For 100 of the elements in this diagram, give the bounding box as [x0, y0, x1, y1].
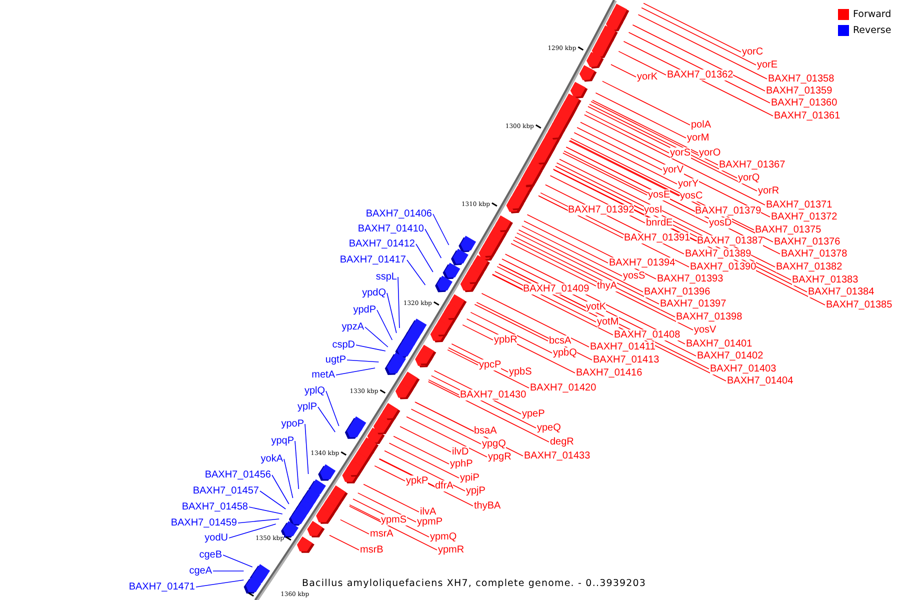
gene-label: BAXH7_01397 [660, 298, 726, 310]
gene-label: BAXH7_01398 [676, 312, 742, 322]
gene-label: ypoP [281, 418, 304, 430]
gene-label: yplP [298, 402, 317, 412]
gene-label: BAXH7_01372 [771, 212, 838, 222]
gene-label: ypbQ [553, 348, 577, 358]
gene-label: BAXH7_01417 [340, 254, 406, 266]
leader-line [492, 274, 614, 336]
gene-label: BAXH7_01412 [348, 238, 415, 250]
leader-line [481, 292, 590, 348]
leader-line [416, 244, 434, 272]
leader-line [304, 424, 309, 474]
gene-label: BAXH7_01384 [808, 286, 874, 298]
leader-line [641, 7, 756, 66]
gene-label: BAXH7_01383 [792, 274, 858, 286]
leader-line [538, 196, 624, 238]
gene-label: BAXH7_01413 [593, 354, 660, 366]
gene-label: BAXH7_01458 [182, 502, 248, 512]
gene-label: yodU [204, 532, 228, 544]
gene-label: BAXH7_01459 [170, 518, 237, 528]
leader-line [326, 390, 340, 426]
leader-line [393, 436, 450, 464]
leader-line [284, 458, 294, 498]
leader-line [364, 326, 388, 348]
gene-label: ypzA [342, 322, 364, 332]
leader-line [340, 519, 370, 534]
leader-line [363, 484, 420, 512]
leader-line [318, 406, 336, 432]
gene-label: yorR [758, 186, 780, 196]
leader-line [618, 50, 666, 76]
gene-label: BAXH7_01375 [755, 224, 822, 236]
leader-line [260, 490, 286, 510]
leader-line [424, 228, 442, 258]
leader-line [602, 80, 690, 126]
leader-line [470, 312, 552, 354]
leader-line [590, 101, 718, 166]
leader-line [388, 442, 460, 478]
gene-label: BAXH7_01409 [523, 284, 590, 294]
gene-label: yosS [623, 270, 646, 282]
gene-label: BAXH7_01358 [768, 74, 834, 84]
leader-line [346, 360, 380, 362]
leader-line [428, 381, 550, 442]
gene-label: ypmP [417, 516, 443, 528]
gene-label: BAXH7_01411 [590, 342, 656, 352]
leader-line [585, 111, 670, 154]
gene-label: ypeP [522, 408, 545, 420]
gene-label: yphP [450, 458, 473, 470]
gene-label: cspD [332, 340, 355, 350]
leader-line [466, 318, 576, 374]
gene-label: BAXH7_01410 [358, 224, 424, 234]
gene-label: ypbR [494, 334, 518, 346]
gene-label: ypjP [466, 486, 486, 496]
leader-line [595, 92, 686, 138]
gene-label: ypqP [271, 436, 294, 446]
leader-line [476, 302, 592, 360]
leader-line [432, 214, 450, 246]
gene-label: BAXH7_01401 [686, 338, 752, 350]
leader-line [643, 2, 742, 52]
leader-line [410, 408, 482, 444]
gene-label: BAXH7_01382 [776, 262, 842, 272]
gene-label: ypmQ [430, 532, 457, 542]
gene-label: msrB [360, 544, 384, 556]
gene-label: yorE [757, 60, 778, 70]
leader-line [400, 426, 452, 452]
leader-line [521, 226, 622, 276]
leader-line [384, 450, 466, 492]
leader-line [248, 506, 283, 514]
gene-label: BAXH7_01390 [690, 262, 756, 272]
leader-line [589, 104, 738, 178]
gene-label: bcsA [549, 336, 572, 346]
leader-line [512, 240, 694, 330]
leader-line [448, 347, 530, 388]
leader-line [447, 349, 478, 366]
gene-label: ypdP [353, 304, 376, 316]
gene-label: sspL [376, 272, 397, 282]
gene-label: yorC [742, 46, 764, 58]
gene-label: ypiP [460, 472, 480, 484]
leader-line [492, 274, 522, 290]
gene-label: cgeA [189, 566, 212, 576]
leader-line [564, 150, 708, 224]
gene-label: BAXH7_01403 [710, 364, 776, 374]
leader-line [196, 580, 244, 588]
gene-label: ypbS [509, 366, 532, 378]
leader-line [580, 122, 770, 218]
gene-label: yplQ [304, 386, 325, 396]
leader-line [386, 292, 397, 334]
legend-label: Forward [853, 9, 892, 20]
gene-label: ilvA [420, 506, 436, 518]
leader-line [398, 276, 400, 328]
gene-label: BAXH7_01367 [719, 160, 786, 170]
leader-line [228, 524, 276, 538]
leader-line [374, 465, 406, 482]
leader-line [632, 24, 766, 92]
gene-label: BAXH7_01430 [460, 390, 526, 400]
leader-line [272, 474, 290, 504]
leader-line [514, 236, 676, 318]
gene-label: ypgQ [482, 438, 506, 450]
gene-label: BAXH7_01387 [697, 236, 764, 246]
gene-label: BAXH7_01362 [667, 70, 734, 80]
leader-line [588, 106, 758, 192]
